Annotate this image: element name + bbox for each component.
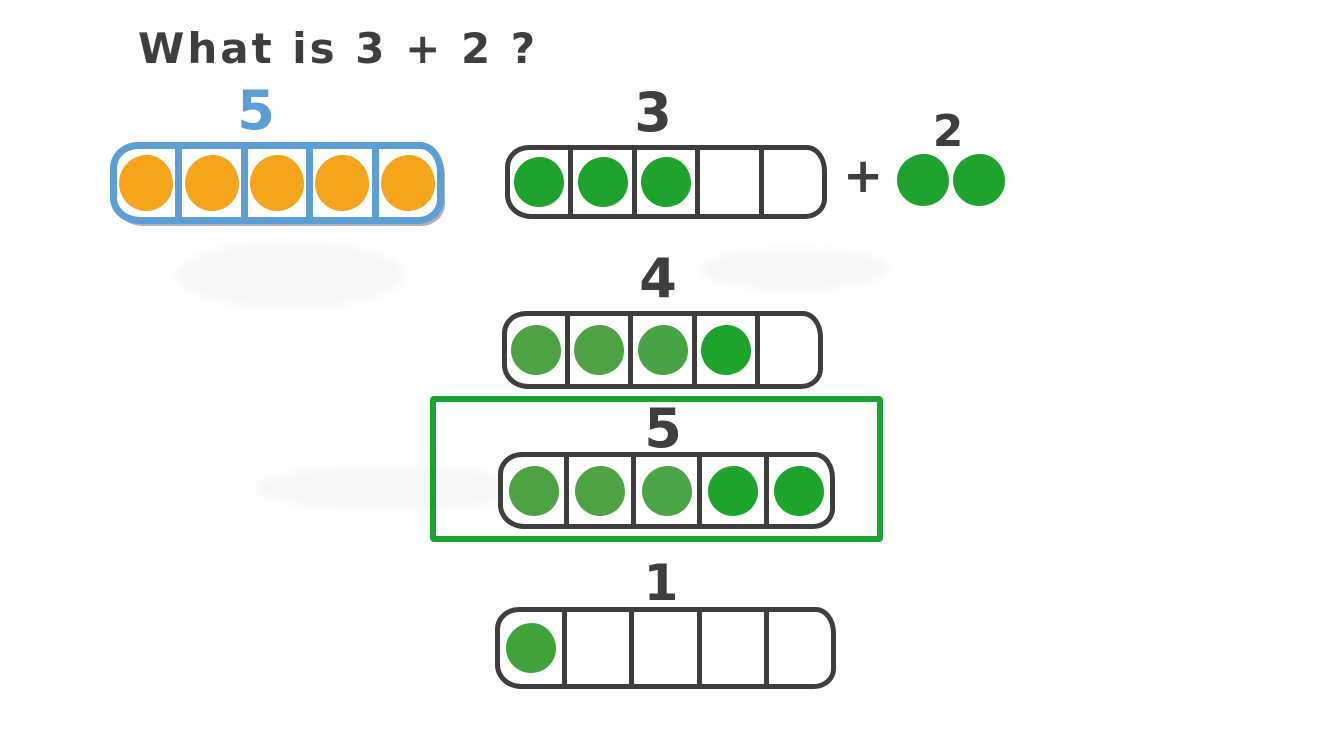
counter-dot <box>774 465 825 516</box>
frame-cell <box>306 149 371 217</box>
frame-cell <box>754 316 818 384</box>
frame-cell <box>697 457 763 524</box>
counter-dot <box>707 465 758 516</box>
frame-cell <box>763 457 830 524</box>
counter-dot <box>575 465 626 516</box>
erased-smudge <box>175 242 405 308</box>
counter-dot <box>577 157 628 207</box>
frame-cell <box>117 149 175 217</box>
counter-dot <box>641 157 692 207</box>
counter-dot <box>700 325 751 375</box>
option-4-label: 4 <box>639 247 677 310</box>
frame-cell <box>175 149 240 217</box>
counter-dot <box>514 157 565 207</box>
frame-cell <box>564 457 630 524</box>
counter-dot <box>380 155 435 211</box>
reference-count-label: 5 <box>237 79 275 142</box>
frame-cell <box>631 150 695 214</box>
frame-cell <box>629 612 696 684</box>
counter-dot <box>184 155 239 211</box>
frame-cell <box>695 150 758 214</box>
frame-cell <box>568 150 631 214</box>
option-1-frame <box>495 607 836 689</box>
option-5-label: 5 <box>644 397 682 460</box>
addend-count-label: 2 <box>932 106 964 157</box>
counter-dot <box>315 155 370 211</box>
erased-smudge <box>700 248 890 290</box>
option-1-label: 1 <box>643 554 679 612</box>
counter-dot <box>506 623 557 673</box>
addend-dot <box>897 154 949 206</box>
counter-dot <box>511 325 562 375</box>
reference-five-frame <box>110 142 444 224</box>
frame-cell <box>507 316 565 384</box>
counter-dot <box>508 465 559 516</box>
frame-cell <box>371 149 437 217</box>
frame-cell <box>758 150 822 214</box>
frame-cell <box>500 612 562 684</box>
frame-cell <box>562 612 629 684</box>
frame-cell <box>696 612 764 684</box>
question-title: What is 3 + 2 ? <box>138 24 539 73</box>
addend-dot <box>953 154 1005 206</box>
frame-cell <box>630 457 697 524</box>
counter-dot <box>641 465 692 516</box>
option-4-frame <box>502 311 823 389</box>
frame-cell <box>763 612 831 684</box>
counter-dot <box>119 155 174 211</box>
frame-cell <box>240 149 306 217</box>
counter-dot <box>250 155 305 211</box>
counter-dot <box>637 325 688 375</box>
erased-smudge <box>255 466 525 510</box>
option-3-frame <box>505 145 827 219</box>
frame-cell <box>628 316 691 384</box>
addend-dots <box>897 154 1005 206</box>
frame-cell <box>510 150 568 214</box>
plus-sign: + <box>843 148 884 204</box>
option-5-frame <box>498 452 835 529</box>
option-3-label: 3 <box>634 81 672 144</box>
counter-dot <box>574 325 625 375</box>
answer-highlight-box <box>430 396 883 542</box>
frame-cell <box>503 457 564 524</box>
frame-cell <box>691 316 755 384</box>
frame-cell <box>565 316 628 384</box>
